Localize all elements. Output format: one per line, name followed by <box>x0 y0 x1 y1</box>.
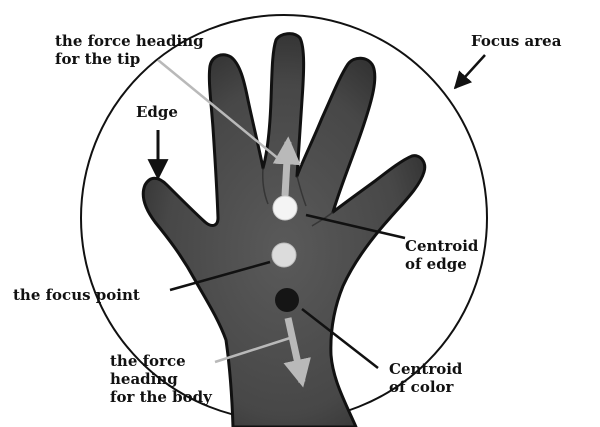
focus-area-pointer <box>455 55 485 88</box>
color-centroid-dot <box>275 288 299 312</box>
label-force-body-line3: for the body <box>110 388 212 406</box>
label-focus-point: the focus point <box>13 286 140 304</box>
label-force-heading-body: the force heading for the body <box>110 352 212 406</box>
label-centroid-color-line1: Centroid <box>389 360 462 378</box>
label-centroid-edge-line2: of edge <box>405 255 478 273</box>
label-focus-area: Focus area <box>471 32 561 50</box>
label-force-body-line1: the force <box>110 352 212 370</box>
label-force-body-line2: heading <box>110 370 212 388</box>
focus-point-dot <box>272 243 296 267</box>
label-force-tip-line2: for the tip <box>55 50 204 68</box>
edge-centroid-dot <box>273 196 297 220</box>
label-centroid-of-color: Centroid of color <box>389 360 462 396</box>
label-force-tip-line1: the force heading <box>55 32 204 50</box>
label-centroid-of-edge: Centroid of edge <box>405 237 478 273</box>
label-focus-area-text: Focus area <box>471 32 561 50</box>
label-force-heading-tip: the force heading for the tip <box>55 32 204 68</box>
label-focus-point-text: the focus point <box>13 286 140 304</box>
label-centroid-edge-line1: Centroid <box>405 237 478 255</box>
label-centroid-color-line2: of color <box>389 378 462 396</box>
tip-force-arrow <box>285 142 288 196</box>
label-edge: Edge <box>136 103 178 121</box>
label-edge-text: Edge <box>136 103 178 121</box>
